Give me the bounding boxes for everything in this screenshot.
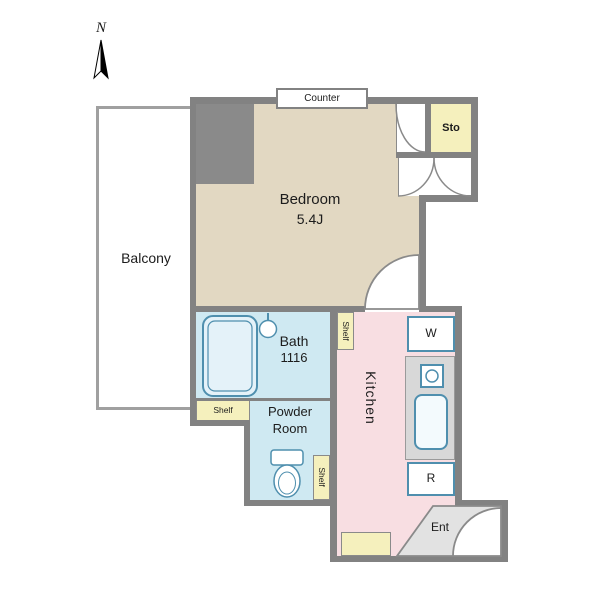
compass: N <box>83 20 119 80</box>
wall-kitchen-top <box>419 306 462 312</box>
closet-area <box>398 158 471 196</box>
shelf-corridor-label: Shelf <box>213 404 233 415</box>
washer-label: W <box>425 326 437 341</box>
bath-label: Bath 1116 <box>262 332 326 367</box>
bedroom-size: 5.4J <box>296 210 324 227</box>
wall-storage-bottom <box>396 152 478 158</box>
compass-north-label: N <box>95 20 106 36</box>
wall-entrance-top <box>455 500 508 506</box>
room-storage: Sto <box>431 104 471 152</box>
refrigerator-box: R <box>407 462 455 496</box>
bedroom-name: Bedroom <box>279 191 341 208</box>
bath-size: 1116 <box>280 350 308 366</box>
wall-bedroom-bottom <box>190 306 365 312</box>
kitchen-label: Kitchen <box>363 371 379 425</box>
wall-right-upper <box>471 97 478 202</box>
wall-left <box>190 97 196 426</box>
kitchen-sink-icon <box>414 394 448 450</box>
washer-box: W <box>407 316 455 352</box>
entrance-label: Ent <box>430 520 449 534</box>
bath-name: Bath <box>279 333 309 349</box>
wall-entrance-right <box>501 500 508 562</box>
entrance-step <box>341 532 391 556</box>
structural-column <box>196 104 254 184</box>
stove-icon <box>420 364 444 388</box>
bedroom-label: Bedroom 5.4J <box>230 190 390 228</box>
wall-powder-bottom <box>244 500 337 506</box>
wall-below-closet <box>419 195 478 202</box>
refrigerator-label: R <box>426 471 436 486</box>
storage-door-area <box>396 104 425 152</box>
wall-storage-left <box>425 104 431 158</box>
shelf-corridor: Shelf <box>196 400 250 421</box>
wall-powder-left <box>244 420 250 506</box>
wall-kitchen-left <box>330 306 337 562</box>
wall-bath-bottom <box>196 398 330 401</box>
shelf-bath <box>337 312 354 350</box>
compass-needle-icon <box>93 39 109 80</box>
powder-line1: Powder <box>267 404 313 419</box>
balcony-label: Balcony <box>121 249 171 266</box>
storage-label: Sto <box>442 121 460 134</box>
counter-label: Counter <box>304 93 340 104</box>
wall-kitchen-right <box>455 306 462 508</box>
shelf-powder-label: Shelf <box>317 467 327 487</box>
shelf-powder <box>313 455 330 500</box>
powder-line2: Room <box>272 420 308 436</box>
counter-box: Counter <box>276 88 368 109</box>
wall-bottom <box>330 556 508 562</box>
wall-bedroom-right <box>419 195 426 312</box>
wall-corridor-bottom <box>190 420 250 426</box>
room-balcony: Balcony <box>96 106 196 410</box>
powder-room-label: Powder Room <box>248 404 332 438</box>
shelf-bath-label: Shelf <box>341 321 351 341</box>
